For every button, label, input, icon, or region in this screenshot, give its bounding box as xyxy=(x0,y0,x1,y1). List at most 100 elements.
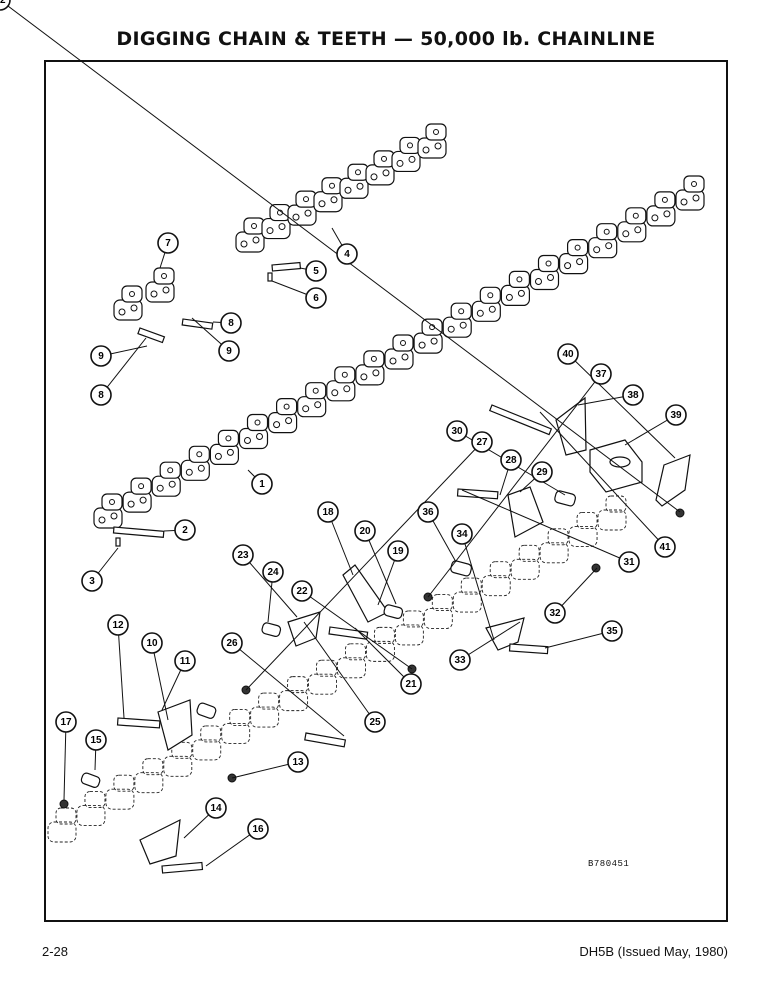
callout-number: 35 xyxy=(606,626,618,637)
callout-4: 4 xyxy=(336,243,358,265)
callout-number: 14 xyxy=(210,803,222,814)
callout-2: 2 xyxy=(174,519,196,541)
callout-number: 8 xyxy=(98,390,104,401)
callout-8: 8 xyxy=(220,312,242,334)
chain-link xyxy=(151,461,181,497)
bushing-15 xyxy=(80,772,101,788)
callout-21: 21 xyxy=(400,673,422,695)
callout-number: 18 xyxy=(322,507,334,518)
chain-link xyxy=(235,217,265,253)
callout-leader xyxy=(231,761,299,779)
chain-link xyxy=(510,544,540,580)
chain-link xyxy=(268,398,298,434)
callout-15: 15 xyxy=(85,729,107,751)
callout-leader xyxy=(567,353,676,459)
callout-number: 1 xyxy=(259,479,265,490)
callout-number: 2 xyxy=(182,525,188,536)
callout-number: 10 xyxy=(146,638,158,649)
bolt-31 xyxy=(456,488,499,500)
callout-number: 27 xyxy=(476,437,488,448)
chain-link xyxy=(500,270,530,306)
callout-9: 9 xyxy=(90,345,112,367)
callout-number: 5 xyxy=(313,266,319,277)
callout-leader xyxy=(354,627,412,685)
block-40 xyxy=(589,439,643,493)
callout-3: 3 xyxy=(81,570,103,592)
callout-5: 5 xyxy=(305,260,327,282)
callout-number: 23 xyxy=(237,550,249,561)
chain-link xyxy=(339,163,369,199)
callout-23: 23 xyxy=(232,544,254,566)
callout-18: 18 xyxy=(317,501,339,523)
callout-number: 6 xyxy=(313,293,319,304)
callout-17: 17 xyxy=(55,711,77,733)
chain-link xyxy=(365,150,395,186)
callout-number: 21 xyxy=(405,679,417,690)
callout-leader xyxy=(303,621,376,723)
document-issue: DH5B (Issued May, 1980) xyxy=(579,944,728,959)
callout-number: 24 xyxy=(267,567,279,578)
callout-25: 25 xyxy=(364,711,386,733)
callout-number: 17 xyxy=(60,717,72,728)
chain-link xyxy=(238,413,269,450)
callout-1: 1 xyxy=(251,473,273,495)
chain-link xyxy=(93,493,123,529)
callout-33: 33 xyxy=(449,649,471,671)
nut-32 xyxy=(591,563,601,573)
callout-38: 38 xyxy=(622,384,644,406)
callout-number: 30 xyxy=(451,426,463,437)
callout-20: 20 xyxy=(354,520,376,542)
chain-link xyxy=(568,511,598,547)
chain-link xyxy=(529,254,560,291)
callout-14: 14 xyxy=(205,797,227,819)
chain-link xyxy=(209,429,239,465)
bushing-30 xyxy=(554,490,577,507)
callout-35: 35 xyxy=(601,620,623,642)
chain-link xyxy=(250,692,280,728)
chain-link xyxy=(122,477,152,513)
chain-link xyxy=(192,725,222,761)
callout-number: 29 xyxy=(536,467,548,478)
chain-link xyxy=(413,318,443,354)
chain-link xyxy=(394,610,424,646)
callout-leader xyxy=(427,373,602,598)
callout-leader xyxy=(539,411,666,548)
callout-leader xyxy=(245,441,483,691)
chain-link xyxy=(365,626,395,662)
tooth-18 xyxy=(342,564,389,623)
bushing-19 xyxy=(383,604,404,619)
callout-number: 33 xyxy=(454,655,466,666)
chain-link xyxy=(261,203,291,240)
callout-24: 24 xyxy=(262,561,284,583)
callout-number: 16 xyxy=(252,824,264,835)
nut-17 xyxy=(59,799,69,809)
callout-number: 3 xyxy=(89,576,95,587)
callout-number: 26 xyxy=(226,638,238,649)
chain-link xyxy=(221,709,251,744)
callout-number: 28 xyxy=(505,455,517,466)
bolt-21 xyxy=(328,626,369,640)
chain-link xyxy=(558,239,589,275)
chain-link xyxy=(308,659,337,695)
callout-leader xyxy=(63,721,67,801)
callout-32: 32 xyxy=(544,602,566,624)
chain-link xyxy=(313,177,343,213)
chain-link xyxy=(675,175,705,211)
callout-leader xyxy=(242,554,298,618)
callout-leader xyxy=(461,489,630,563)
callout-number: 12 xyxy=(112,620,124,631)
chain-link xyxy=(384,334,414,370)
chain-link xyxy=(47,807,77,843)
cotter-6 xyxy=(267,272,273,282)
pin-5 xyxy=(271,261,302,272)
pin-8-upper xyxy=(181,318,214,330)
chain-link xyxy=(539,528,569,564)
callout-number: 40 xyxy=(562,349,574,360)
callout-leader xyxy=(364,530,397,605)
chain-link xyxy=(163,741,193,777)
callout-8: 8 xyxy=(90,384,112,406)
callout-leader xyxy=(327,511,354,576)
callout-11: 11 xyxy=(174,650,196,672)
chain-link xyxy=(597,495,627,531)
page-title: DIGGING CHAIN & TEETH — 50,000 lb. CHAIN… xyxy=(116,28,656,50)
